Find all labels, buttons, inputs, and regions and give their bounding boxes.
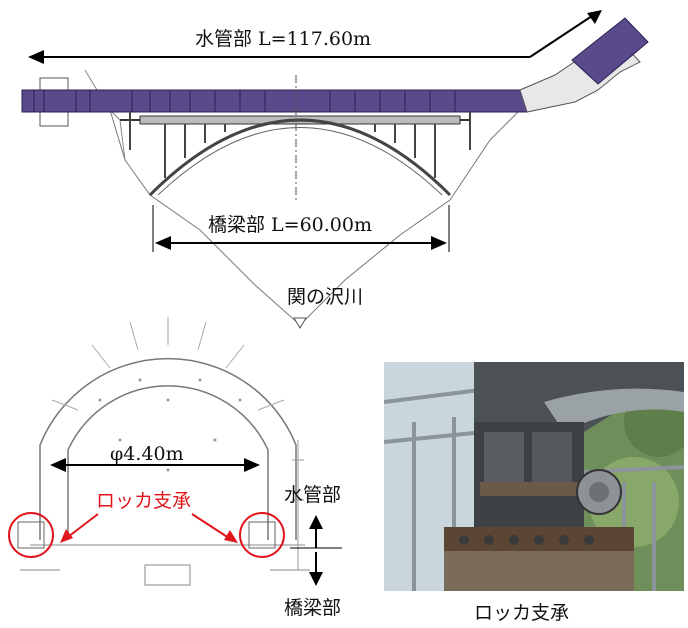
arch-verticals: [129, 112, 471, 178]
river-name-label: 関の沢川: [287, 286, 364, 308]
diameter-label: φ4.40m: [110, 443, 184, 465]
rocker-right-pointer: [191, 513, 233, 541]
bolt-dots: [98, 378, 242, 472]
rocker-left-circle: [8, 512, 54, 558]
arch-inner: [157, 127, 443, 196]
rocker-bearing-photo: [384, 362, 684, 591]
rocker-bearing-label: ロッカ支承: [96, 490, 192, 512]
bridge-elevation-drawing: [21, 10, 649, 329]
pipe-side-label: 水管部: [284, 484, 342, 506]
arch: [148, 118, 452, 197]
photo-caption: ロッカ支承: [474, 602, 570, 624]
bridge-section-length-label: 橋梁部 L=60.00m: [208, 214, 372, 236]
bridge-side-label: 橋梁部: [284, 597, 342, 619]
pipe-section-length-label: 水管部 L=117.60m: [195, 28, 372, 50]
inner-ring: [67, 385, 269, 540]
outer-ring: [39, 357, 297, 540]
pipe-riser: [571, 17, 649, 85]
rocker-right-circle: [239, 512, 285, 558]
ring-segments: [51, 317, 285, 411]
pipe-bands: [33, 90, 456, 112]
valley-outline: [94, 69, 591, 326]
